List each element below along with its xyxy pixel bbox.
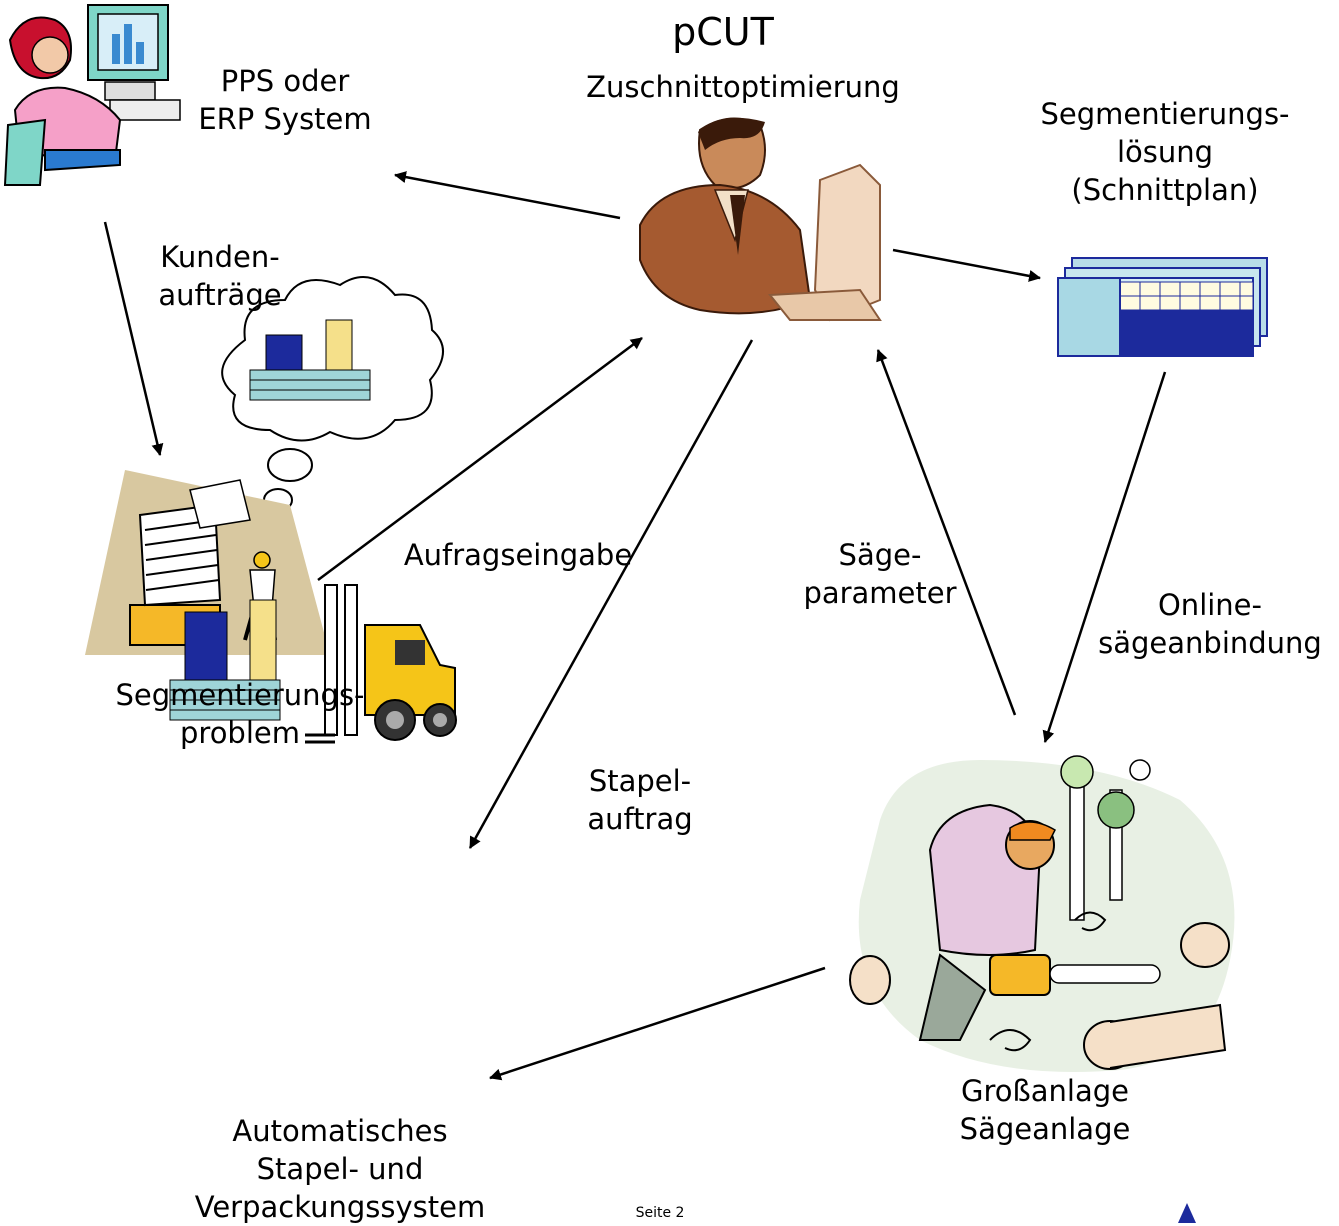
edge-kundenauftraege-label: Kunden- aufträge [140, 238, 300, 314]
node-stapelsystem-label: Automatisches Stapel- und Verpackungssys… [170, 1112, 510, 1226]
auftragseingabe-line1: Aufragseingabe [403, 538, 633, 572]
title-subtitle: Zuschnittoptimierung [586, 70, 900, 104]
arrow-plan-to-saw [1042, 371, 1167, 743]
page-footer: Seite 2 [600, 1205, 720, 1221]
node-pps-label: PPS oder ERP System [180, 62, 390, 138]
node-segmentierungsloesung-label: Segmentierungs- lösung (Schnittplan) [1020, 95, 1310, 209]
problem-line2: problem [180, 716, 300, 750]
pps-line1: PPS oder [220, 64, 350, 98]
stapelsystem-line3: Verpackungssystem [194, 1190, 486, 1224]
arrow-saw-to-forklift [489, 966, 826, 1081]
saegeparameter-line2: parameter [803, 576, 957, 610]
cutting-plan-chart-icon [1057, 257, 1268, 357]
arrow-problem-to-pcut [317, 336, 643, 582]
sawmill-scene-icon [849, 755, 1235, 1072]
stapel-line2: auftrag [587, 802, 693, 836]
title-pcut: pCUT [643, 10, 803, 54]
arrow-saw-to-pcut [876, 349, 1017, 716]
title-main: pCUT [672, 10, 774, 54]
arrow-pcut-to-plan [892, 248, 1041, 282]
edge-auftragseingabe-label: Aufragseingabe [388, 536, 648, 574]
node-segmentierungsproblem-label: Segmentierungs- problem [95, 676, 385, 752]
edge-saegeparameter-label: Säge- parameter [790, 536, 970, 612]
online-line1: Online- [1157, 588, 1262, 622]
loesung-line1: Segmentierungs- [1040, 97, 1290, 131]
arrow-pps-to-problem [103, 221, 164, 456]
page-number: Seite 2 [635, 1205, 685, 1221]
pps-line2: ERP System [198, 102, 372, 136]
arrow-pcut-to-pps [394, 171, 621, 220]
thought-cloud-icon [221, 276, 444, 529]
node-saegeanlage-label: Großanlage Sägeanlage [935, 1072, 1155, 1148]
kunden-line2: aufträge [158, 278, 282, 312]
woman-at-computer-icon [3, 4, 181, 186]
online-line2: sägeanbindung [1098, 626, 1322, 660]
forklift-icon [169, 584, 457, 744]
stapelsystem-line2: Stapel- und [256, 1152, 424, 1186]
saegeparameter-line1: Säge- [838, 538, 922, 572]
man-at-computer-icon [639, 117, 882, 322]
arrows [103, 171, 1167, 1081]
title-sub: Zuschnittoptimierung [563, 68, 923, 106]
edge-onlinesaege-label: Online- sägeanbindung [1085, 586, 1335, 662]
kunden-line1: Kunden- [160, 240, 280, 274]
arrow-pcut-to-forklift [468, 339, 754, 849]
stapel-line1: Stapel- [588, 764, 692, 798]
loesung-line2: lösung [1116, 135, 1214, 169]
problem-line1: Segmentierungs- [115, 678, 365, 712]
edge-stapelauftrag-label: Stapel- auftrag [560, 762, 720, 838]
saege-line2: Sägeanlage [959, 1112, 1131, 1146]
logo-icon [1178, 1203, 1196, 1223]
saege-line1: Großanlage [961, 1074, 1129, 1108]
stapelsystem-line1: Automatisches [232, 1114, 448, 1148]
loesung-line3: (Schnittplan) [1071, 173, 1259, 207]
